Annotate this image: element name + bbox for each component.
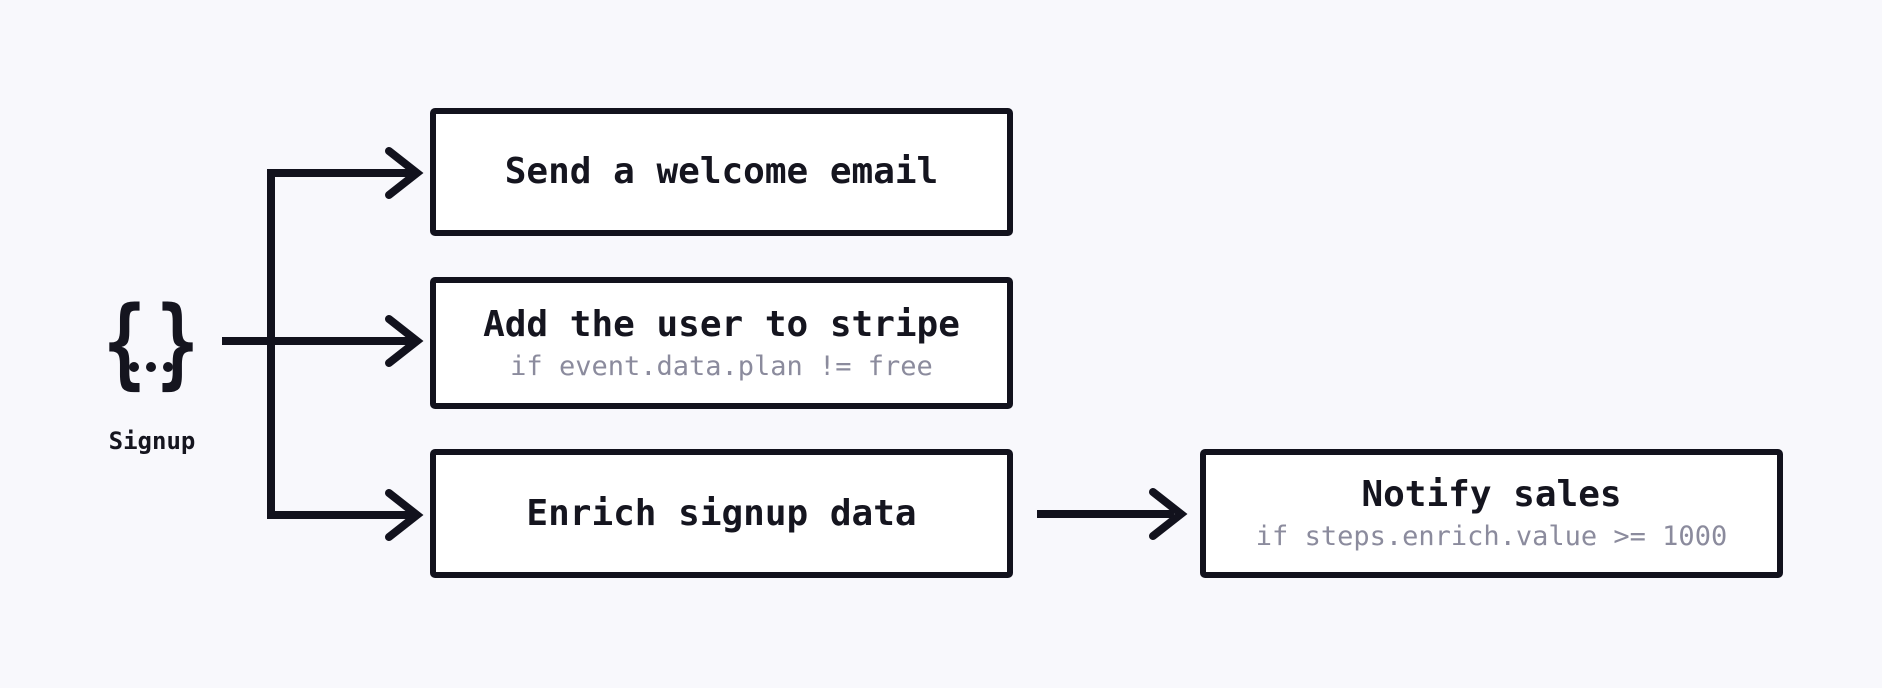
- step-condition: if event.data.plan != free: [510, 350, 933, 382]
- arrowhead-bottom-icon: [385, 489, 424, 541]
- step-title: Add the user to stripe: [483, 303, 960, 345]
- trigger-event-label: Signup: [108, 427, 196, 455]
- step-title: Notify sales: [1361, 474, 1622, 516]
- step-box-notify-sales: Notify sales if steps.enrich.value >= 10…: [1200, 449, 1783, 578]
- ellipsis-dots: [129, 362, 173, 372]
- arrowhead-notify-icon: [1149, 488, 1188, 540]
- event-payload-icon: { }: [103, 286, 199, 400]
- step-box-add-user-to-stripe: Add the user to stripe if event.data.pla…: [430, 277, 1013, 409]
- left-brace-glyph: {: [103, 286, 146, 400]
- step-box-send-welcome-email: Send a welcome email: [430, 108, 1013, 236]
- dot: [146, 362, 156, 372]
- right-brace-glyph: }: [156, 286, 199, 400]
- step-title: Enrich signup data: [526, 492, 917, 534]
- dot: [129, 362, 139, 372]
- step-box-enrich-signup-data: Enrich signup data: [430, 449, 1013, 578]
- arrowhead-middle-icon: [385, 315, 424, 367]
- arrowhead-top-icon: [385, 147, 424, 199]
- step-condition: if steps.enrich.value >= 1000: [1255, 521, 1728, 553]
- dot: [163, 362, 173, 372]
- step-title: Send a welcome email: [504, 151, 939, 193]
